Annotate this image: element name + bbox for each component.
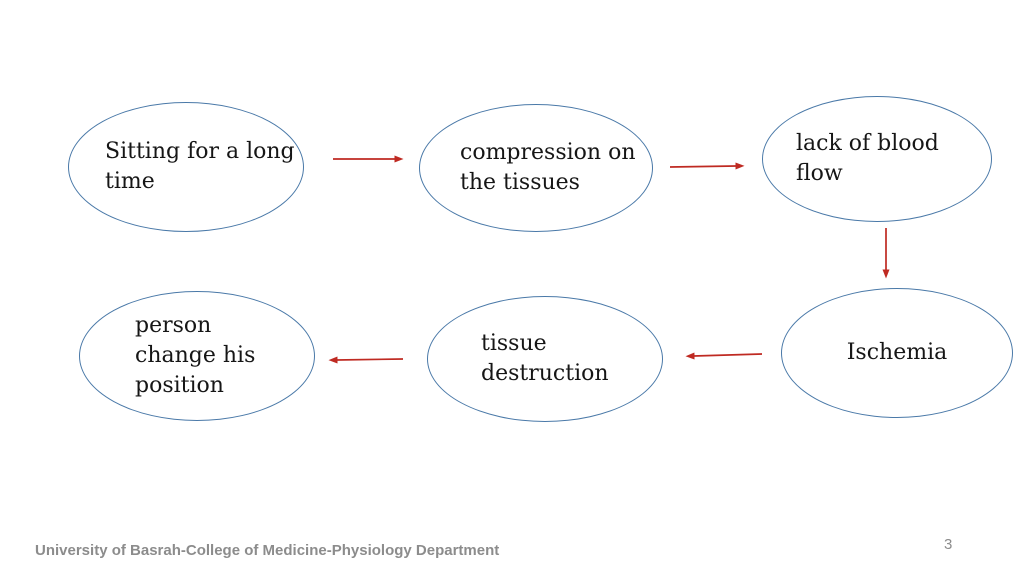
node-person-change-position: person change his position bbox=[79, 291, 315, 421]
node-person-change-position-label: person change his position bbox=[135, 313, 256, 398]
arrow-compression-to-lackblood bbox=[669, 162, 745, 170]
page-number: 3 bbox=[944, 536, 953, 553]
node-tissue-destruction-label: tissue destruction bbox=[481, 331, 609, 386]
node-compression-tissues-label: compression on the tissues bbox=[460, 140, 636, 195]
node-sitting-long-time-label: Sitting for a long time bbox=[105, 139, 295, 194]
node-sitting-long-time: Sitting for a long time bbox=[68, 102, 304, 232]
arrow-ischemia-to-tissue bbox=[685, 352, 763, 360]
node-compression-tissues: compression on the tissues bbox=[419, 104, 653, 232]
node-ischemia: Ischemia bbox=[781, 288, 1013, 418]
node-ischemia-label: Ischemia bbox=[846, 340, 948, 365]
node-lack-blood-flow: lack of blood flow bbox=[762, 96, 992, 222]
node-tissue-destruction: tissue destruction bbox=[427, 296, 663, 422]
footer-department-text: University of Basrah-College of Medicine… bbox=[35, 542, 500, 559]
arrow-tissue-to-person bbox=[328, 356, 404, 364]
node-lack-blood-flow-label: lack of blood flow bbox=[796, 131, 939, 186]
